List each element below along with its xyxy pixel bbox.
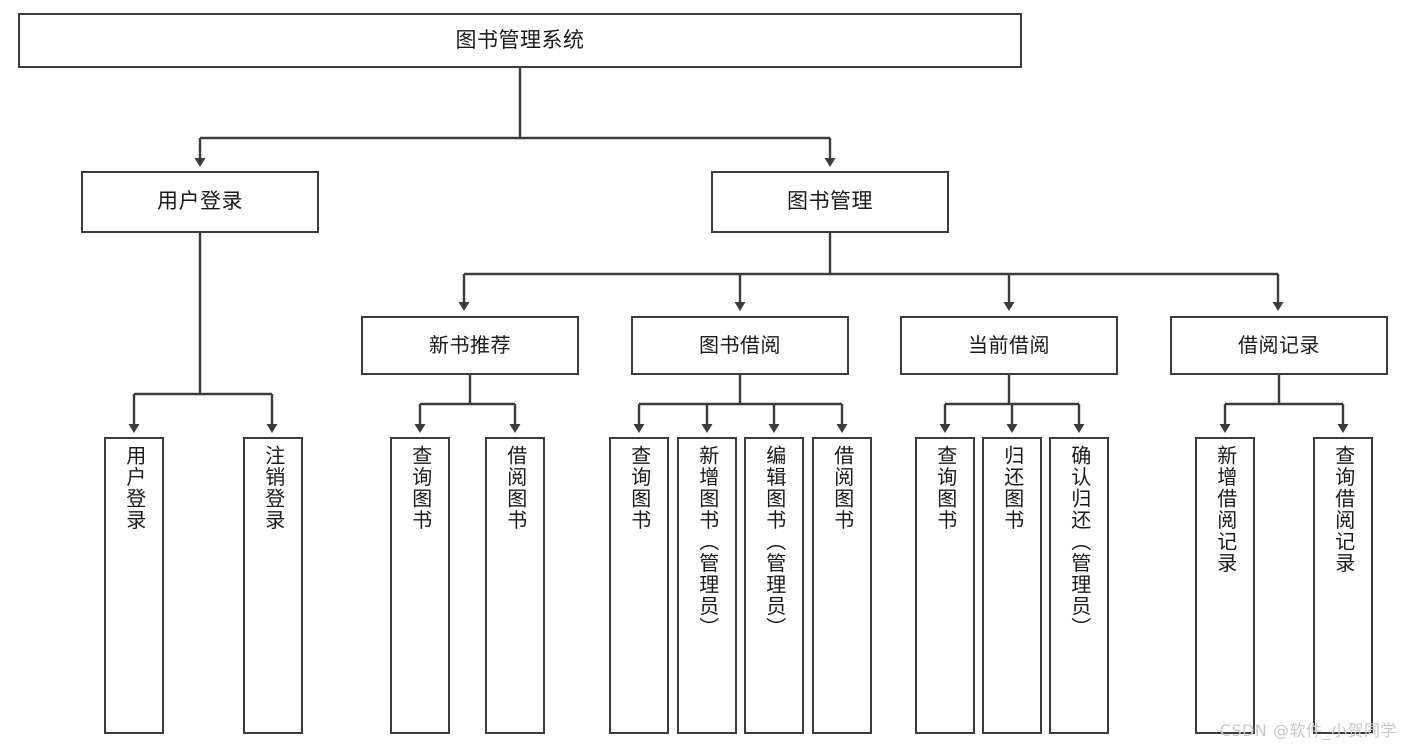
node-leaf-return-book-label: 归还图书: [1000, 445, 1025, 531]
node-leaf-confirm-return-label: 确认归还（管理员）: [1067, 445, 1092, 639]
node-leaf-borrow-book-rec[interactable]: 借阅图书: [485, 437, 545, 734]
node-new-book-rec[interactable]: 新书推荐: [361, 316, 579, 375]
node-leaf-query-record[interactable]: 查询借阅记录: [1313, 437, 1373, 734]
node-leaf-edit-book[interactable]: 编辑图书（管理员）: [744, 437, 804, 734]
node-book-borrow[interactable]: 图书借阅: [631, 316, 849, 375]
node-leaf-return-book[interactable]: 归还图书: [982, 437, 1042, 734]
node-leaf-borrow-book-rec-label: 借阅图书: [503, 445, 528, 531]
node-leaf-borrow-book-label: 借阅图书: [830, 445, 855, 531]
node-leaf-add-record[interactable]: 新增借阅记录: [1195, 437, 1255, 734]
node-new-book-rec-label: 新书推荐: [429, 333, 511, 358]
node-current-borrow-label: 当前借阅: [968, 333, 1050, 358]
node-leaf-query-book-cur-label: 查询图书: [933, 445, 958, 531]
node-book-manage[interactable]: 图书管理: [711, 171, 949, 233]
node-leaf-query-book-rec[interactable]: 查询图书: [390, 437, 450, 734]
node-leaf-borrow-book[interactable]: 借阅图书: [812, 437, 872, 734]
node-root[interactable]: 图书管理系统: [18, 13, 1022, 68]
node-book-manage-label: 图书管理: [787, 189, 873, 214]
node-leaf-add-book-label: 新增图书（管理员）: [695, 445, 720, 639]
node-user-login-label: 用户登录: [157, 189, 243, 214]
node-leaf-query-book-borrow-label: 查询图书: [627, 445, 652, 531]
node-leaf-query-record-label: 查询借阅记录: [1331, 445, 1356, 574]
node-leaf-user-login-label: 用户登录: [122, 445, 147, 531]
node-borrow-record[interactable]: 借阅记录: [1170, 316, 1388, 375]
node-root-label: 图书管理系统: [455, 27, 585, 52]
node-user-login[interactable]: 用户登录: [81, 171, 319, 233]
node-book-borrow-label: 图书借阅: [699, 333, 781, 358]
node-current-borrow[interactable]: 当前借阅: [900, 316, 1118, 375]
node-leaf-logout[interactable]: 注销登录: [243, 437, 303, 734]
node-leaf-edit-book-label: 编辑图书（管理员）: [762, 445, 787, 639]
node-leaf-query-book-borrow[interactable]: 查询图书: [609, 437, 669, 734]
node-leaf-query-book-cur[interactable]: 查询图书: [915, 437, 975, 734]
node-leaf-logout-label: 注销登录: [261, 445, 286, 531]
node-leaf-confirm-return[interactable]: 确认归还（管理员）: [1049, 437, 1109, 734]
node-leaf-add-book[interactable]: 新增图书（管理员）: [677, 437, 737, 734]
node-borrow-record-label: 借阅记录: [1238, 333, 1320, 358]
node-leaf-query-book-rec-label: 查询图书: [408, 445, 433, 531]
node-leaf-add-record-label: 新增借阅记录: [1213, 445, 1238, 574]
node-leaf-user-login[interactable]: 用户登录: [104, 437, 164, 734]
